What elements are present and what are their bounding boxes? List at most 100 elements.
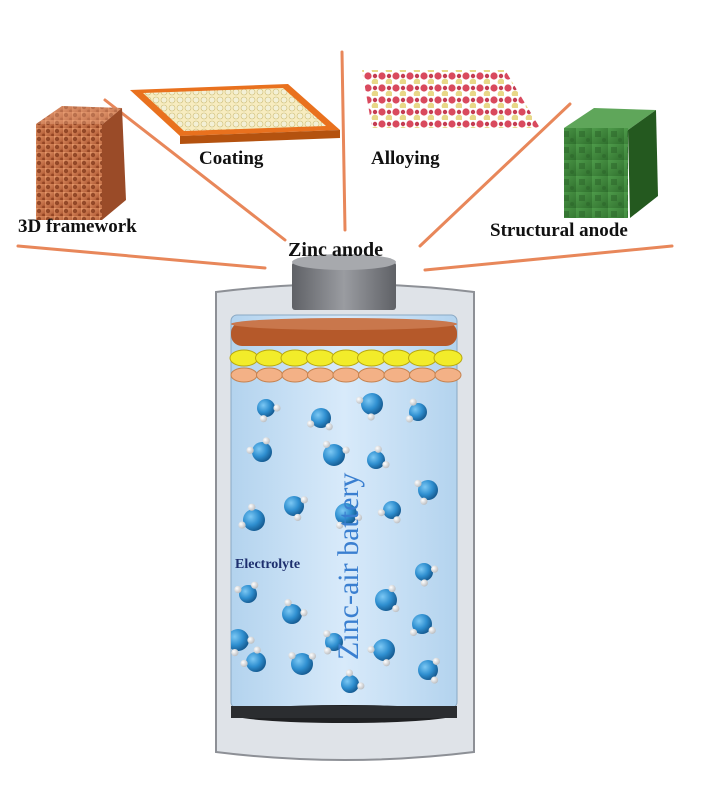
water-molecule (418, 657, 440, 684)
hydrogen-atom (234, 585, 242, 594)
hydrogen-atom (294, 513, 302, 522)
hydrogen-atom (367, 645, 375, 654)
bottom-disc-body (231, 706, 457, 718)
oxygen-atom (412, 614, 432, 634)
oxygen-atom (367, 451, 385, 469)
hydrogen-atom (231, 649, 239, 657)
hydrogen-atom (414, 479, 422, 488)
hydrogen-atom (262, 437, 270, 445)
battery-cell (215, 254, 475, 761)
hydrogen-atom (323, 647, 332, 655)
hydrogen-atom (253, 646, 261, 654)
hydrogen-atom (430, 676, 439, 684)
water-molecule (355, 393, 383, 421)
hydrogen-atom (238, 521, 246, 529)
yellow-particle (255, 349, 284, 367)
water-molecule (414, 479, 438, 505)
water-molecule (323, 630, 343, 655)
water-molecule (322, 440, 350, 466)
hydrogen-atom (284, 599, 292, 607)
hydrogen-atom (409, 628, 418, 637)
water-molecule (306, 408, 333, 431)
connector-lines (16, 50, 674, 272)
oxygen-atom (418, 660, 438, 680)
label-battery-title: Zinc-air battery (332, 473, 365, 660)
hydrogen-atom (251, 581, 259, 589)
anode-cap-top (292, 254, 396, 270)
hydrogen-atom (405, 415, 414, 423)
hydrogen-atom (367, 413, 375, 421)
yellow-particle (357, 349, 386, 367)
oxygen-atom (243, 509, 265, 531)
water-molecule (282, 599, 308, 624)
zinc-anode-disc-top (231, 318, 457, 330)
water-molecules (231, 393, 440, 693)
framework-foam-image (36, 106, 126, 220)
oxygen-atom (409, 403, 427, 421)
peach-particle (332, 367, 360, 383)
connector-alloying (340, 50, 347, 232)
hydrogen-atom (374, 445, 382, 453)
hydrogen-atom (325, 423, 333, 431)
peach-particle (230, 367, 258, 383)
water-molecule (415, 563, 439, 587)
connector-framework (16, 244, 267, 270)
yellow-particle (280, 349, 310, 367)
peach-particle (307, 367, 334, 383)
oxygen-atom (291, 653, 313, 675)
water-molecule (231, 629, 255, 657)
hydrogen-atom (354, 513, 363, 522)
hydrogen-atom (345, 669, 354, 677)
water-molecule (246, 437, 272, 462)
oxygen-atom (375, 589, 397, 611)
label-framework: 3D framework (18, 216, 137, 237)
structural-cube-image (564, 108, 658, 218)
hydrogen-atom (248, 503, 256, 511)
yellow-particle (229, 349, 259, 367)
hydrogen-atom (342, 446, 350, 454)
water-molecule (409, 614, 436, 637)
water-molecule (288, 652, 317, 675)
oxygen-atom (383, 501, 401, 519)
water-molecule (375, 584, 400, 613)
yellow-particle (331, 349, 361, 367)
peach-particle (358, 367, 385, 383)
hydrogen-atom (392, 604, 400, 613)
hydrogen-atom (323, 630, 331, 638)
hydrogen-atom (420, 497, 428, 505)
peach-particle (409, 367, 436, 383)
connector-coating (103, 98, 287, 242)
peach-particle (281, 367, 309, 383)
peach-particle-layer (230, 367, 462, 383)
oxygen-atom (323, 444, 345, 466)
water-molecule (284, 496, 308, 522)
peach-particle (383, 367, 411, 383)
label-alloying: Alloying (371, 148, 440, 169)
hydrogen-atom (300, 609, 308, 617)
water-molecule (341, 669, 365, 693)
hydrogen-atom (431, 565, 439, 573)
oxygen-atom (257, 399, 275, 417)
yellow-particle (408, 349, 437, 367)
oxygen-atom (284, 496, 304, 516)
peach-particle (256, 367, 283, 383)
hydrogen-atom (336, 521, 344, 529)
label-coating: Coating (199, 148, 264, 169)
anode-cap (292, 262, 396, 310)
oxygen-atom (361, 393, 383, 415)
label-zinc-anode: Zinc anode (288, 239, 383, 261)
water-molecule (367, 639, 395, 667)
hydrogen-atom (393, 516, 401, 524)
hydrogen-atom (382, 659, 391, 667)
water-molecule (377, 501, 401, 524)
yellow-particle (306, 349, 335, 367)
oxygen-atom (246, 652, 266, 672)
hydrogen-atom (322, 440, 331, 448)
oxygen-atom (231, 629, 249, 651)
connector-structural-lower (423, 244, 674, 272)
hydrogen-atom (273, 404, 281, 412)
hydrogen-atom (240, 659, 248, 668)
yellow-particle (382, 349, 412, 367)
oxygen-atom (418, 480, 438, 500)
